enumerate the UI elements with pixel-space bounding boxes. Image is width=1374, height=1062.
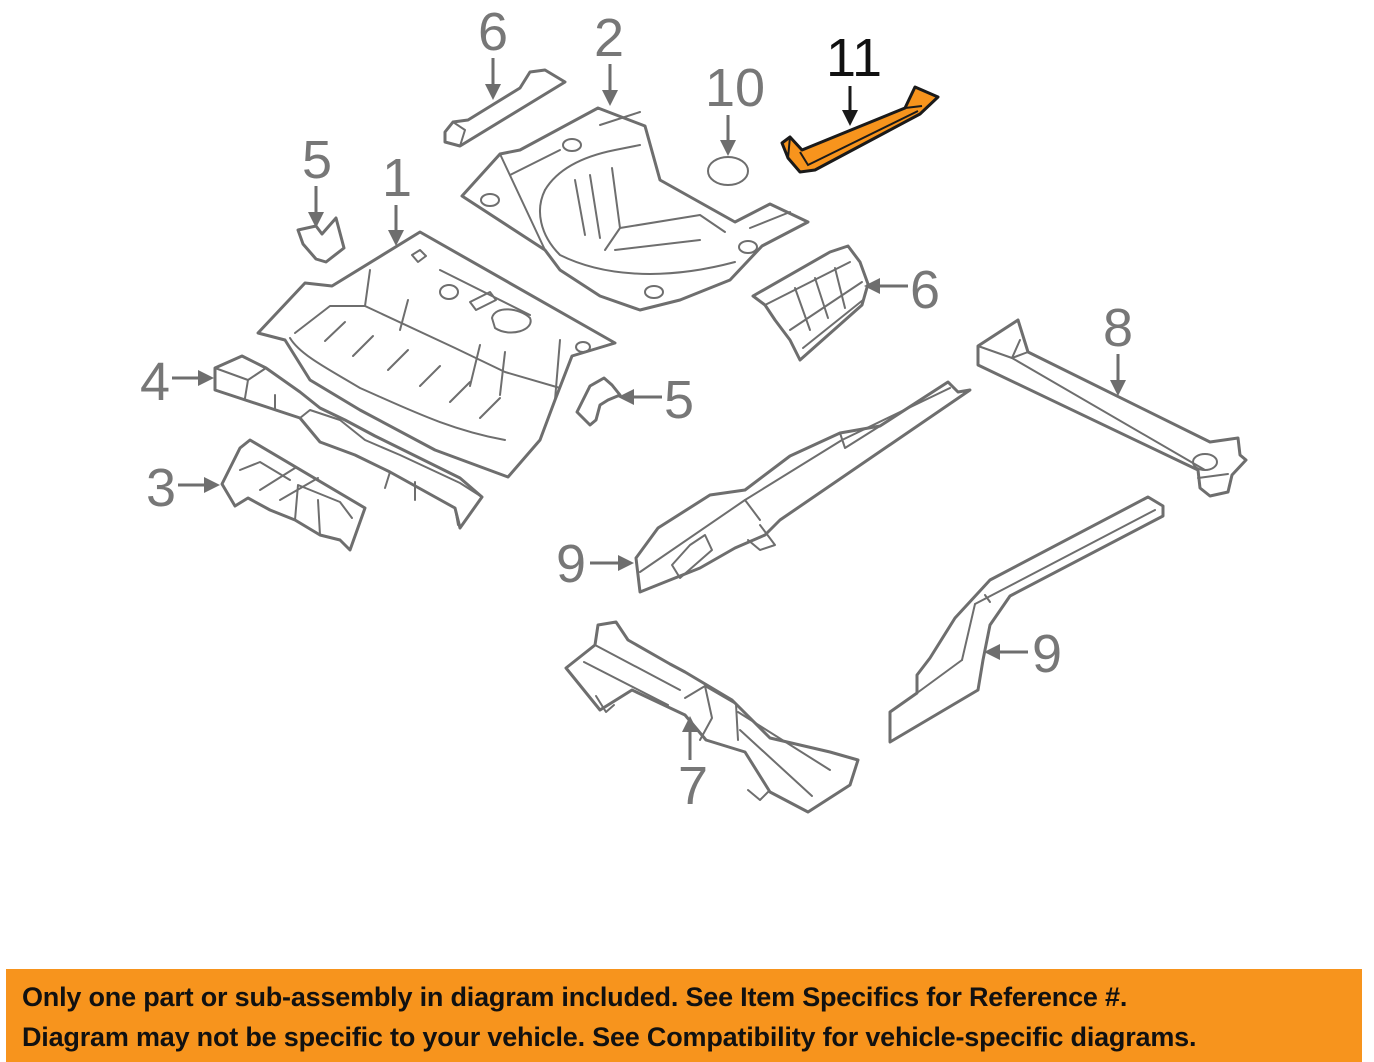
callout-label: 7 [678, 756, 708, 816]
callout-3: 3 [146, 458, 220, 518]
callout-9-right: 9 [984, 624, 1062, 684]
disclaimer-line-2: Diagram may not be specific to your vehi… [22, 1022, 1197, 1052]
callout-5-upper: 5 [302, 130, 332, 228]
disclaimer-banner: Only one part or sub-assembly in diagram… [6, 969, 1362, 1062]
callout-11: 11 [826, 28, 882, 126]
part-1-rear-floor [256, 230, 617, 479]
callout-8: 8 [1103, 298, 1133, 396]
callout-label: 8 [1103, 298, 1133, 358]
part-9-left-rail [634, 380, 972, 594]
parts-diagram: 6 2 10 [140, 2, 1248, 816]
callout-4: 4 [140, 352, 214, 412]
callout-5-right: 5 [618, 370, 694, 430]
callout-label: 6 [910, 260, 940, 320]
part-10-plug [707, 156, 749, 186]
part-5-right [575, 376, 622, 427]
part-4-crossmember [213, 354, 484, 530]
part-2-spare-tire-floor [460, 106, 810, 312]
part-5-upper [296, 216, 346, 264]
callout-1: 1 [382, 148, 412, 246]
part-7-front-crossmember [564, 620, 860, 814]
part-8-rear-rail [976, 318, 1248, 498]
callout-label: 11 [826, 28, 882, 88]
callout-10: 10 [705, 58, 765, 156]
callout-6-upper: 6 [478, 2, 508, 100]
callout-7: 7 [678, 716, 708, 816]
callout-label: 9 [1032, 624, 1062, 684]
callout-label: 10 [705, 58, 765, 118]
callout-label: 5 [664, 370, 694, 430]
part-9-right-rail [888, 495, 1165, 744]
part-3-bracket [220, 438, 367, 552]
callout-label: 6 [478, 2, 508, 62]
part-6-upper [443, 68, 567, 148]
callout-2: 2 [594, 8, 624, 106]
part-6-right [751, 244, 870, 362]
callout-9-left: 9 [556, 534, 634, 594]
callout-label: 5 [302, 130, 332, 190]
callout-label: 2 [594, 8, 624, 68]
disclaimer-line-1: Only one part or sub-assembly in diagram… [22, 982, 1128, 1012]
callout-label: 9 [556, 534, 586, 594]
callout-label: 1 [382, 148, 412, 208]
callout-label: 4 [140, 352, 170, 412]
callout-label: 3 [146, 458, 176, 518]
callout-6-right: 6 [864, 260, 940, 320]
part-11-highlighted [780, 85, 940, 174]
